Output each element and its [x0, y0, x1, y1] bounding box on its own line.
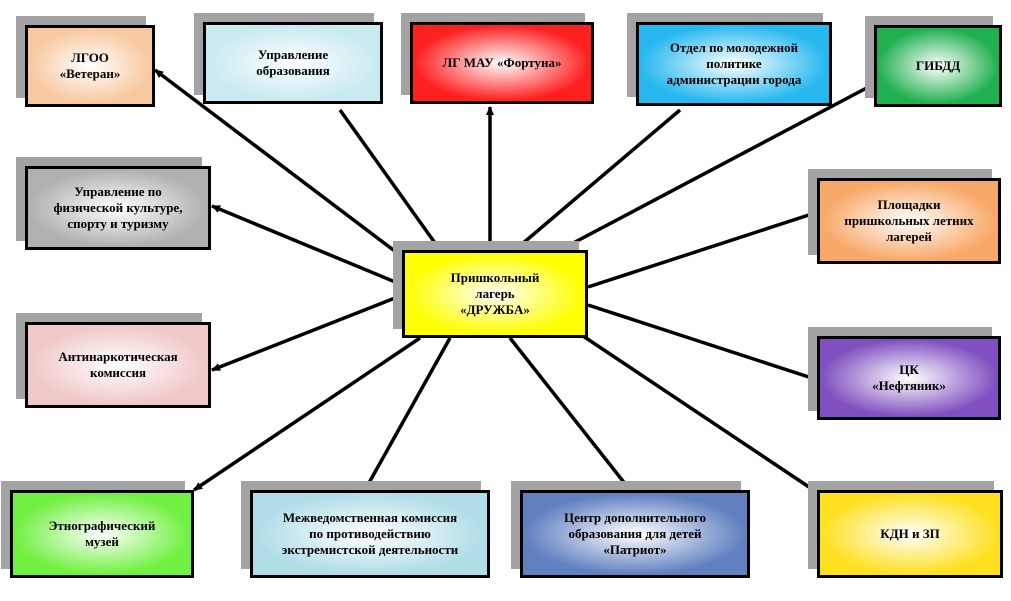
link-neft — [587, 303, 819, 382]
link-sport — [211, 204, 401, 286]
link-youth — [513, 108, 682, 252]
node-sport: Управление по физической культуре, спорт… — [25, 166, 211, 250]
node-fortuna: ЛГ МАУ «Фортуна» — [410, 22, 594, 104]
link-gibdd — [559, 81, 877, 252]
node-center: Пришкольный лагерь «ДРУЖБА» — [402, 250, 588, 338]
node-extreme: Межведомственная комиссия по противодейс… — [250, 490, 490, 578]
node-neft: ЦК «Нефтяник» — [817, 336, 1001, 420]
link-edu — [338, 108, 442, 252]
link-antidrug — [211, 294, 401, 372]
link-lgoo — [153, 68, 402, 257]
node-gibdd: ГИБДД — [874, 25, 1002, 107]
link-kdn — [579, 332, 819, 495]
link-museum — [193, 336, 421, 492]
link-extreme — [363, 337, 452, 491]
node-antidrug: Антинаркотическая комиссия — [25, 322, 211, 408]
node-patriot: Центр дополнительного образования для де… — [520, 490, 750, 578]
link-patriot — [508, 336, 632, 492]
node-museum: Этнографический музей — [10, 490, 194, 578]
node-kdn: КДН и ЗП — [817, 490, 1003, 578]
link-camps — [587, 210, 819, 289]
node-camps: Площадки пришкольных летних лагерей — [817, 178, 1001, 264]
node-lgoo: ЛГОО «Ветеран» — [25, 25, 155, 107]
node-youth: Отдел по молодежной политике администрац… — [636, 22, 832, 106]
node-edu: Управление образования — [203, 22, 383, 104]
